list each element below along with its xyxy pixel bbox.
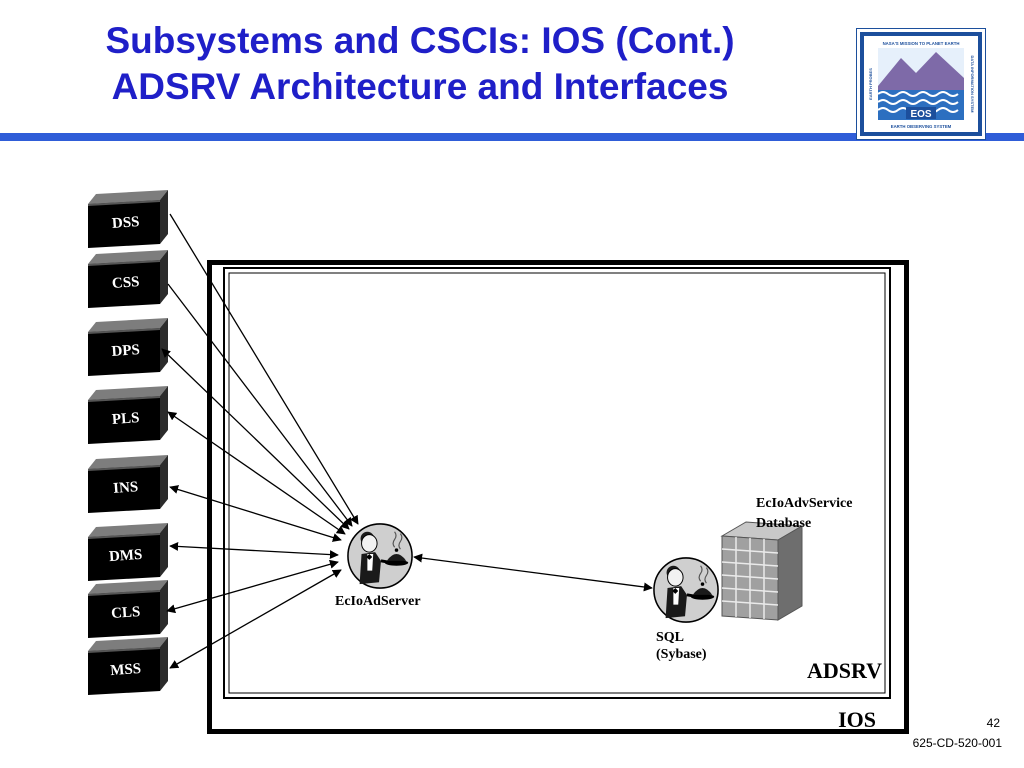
- subsystem-box-dss: DSS: [88, 190, 168, 248]
- arrow-server-sql: [413, 553, 653, 592]
- logo-bottom-text: EARTH OBSERVING SYSTEM: [891, 124, 952, 129]
- subsystem-box-ins: INS: [88, 455, 168, 513]
- arrow-css-server: [167, 283, 353, 527]
- title-line-1: Subsystems and CSCIs: IOS (Cont.): [105, 20, 735, 61]
- document-id: 625-CD-520-001: [912, 736, 1002, 750]
- adsrv-container: [223, 267, 891, 699]
- subsystem-label-dss: DSS: [111, 214, 140, 232]
- slide-title: Subsystems and CSCIs: IOS (Cont.) ADSRV …: [0, 18, 840, 110]
- title-line-2: ADSRV Architecture and Interfaces: [111, 66, 729, 107]
- sql-label-line-2: (Sybase): [656, 647, 707, 662]
- eos-logo: NASA'S MISSION TO PLANET EARTH EOS EARTH…: [856, 28, 986, 140]
- subsystem-label-mss: MSS: [110, 661, 142, 679]
- subsystem-label-pls: PLS: [111, 410, 140, 428]
- arrow-mss-server: [169, 569, 342, 669]
- ios-label: IOS: [838, 707, 876, 732]
- subsystem-label-css: CSS: [111, 274, 140, 292]
- subsystem-label-dms: DMS: [109, 547, 143, 565]
- title-rule: [0, 133, 1024, 141]
- server-label: EcIoAdServer: [335, 594, 421, 609]
- adsrv-container-inner-line: [228, 272, 886, 694]
- subsystem-box-cls: CLS: [88, 580, 168, 638]
- subsystem-label-dps: DPS: [111, 342, 140, 360]
- logo-badge: EOS: [910, 109, 931, 120]
- sql-waiter-icon: [652, 556, 720, 624]
- subsystem-box-mss: MSS: [88, 637, 168, 695]
- page-number: 42: [986, 716, 1000, 730]
- adsrv-label: ADSRV: [807, 658, 882, 683]
- ecioadserver-node: EcIoAdServer: [335, 522, 421, 609]
- subsystem-box-dms: DMS: [88, 523, 168, 581]
- logo-left-text: EARTH PROBES: [868, 68, 873, 100]
- server-waiter-icon: [346, 522, 414, 590]
- subsystem-box-dps: DPS: [88, 318, 168, 376]
- subsystem-box-pls: PLS: [88, 386, 168, 444]
- arrow-dps-server: [161, 348, 350, 530]
- logo-top-text: NASA'S MISSION TO PLANET EARTH: [883, 41, 960, 46]
- arrow-pls-server: [167, 411, 346, 535]
- sql-label-line-1: SQL: [656, 630, 684, 645]
- database-label-line-2: Database: [756, 516, 811, 531]
- sql-sybase-node: SQL (Sybase): [652, 556, 720, 662]
- interface-arrows: [161, 213, 653, 669]
- subsystem-box-css: CSS: [88, 250, 168, 308]
- subsystem-label-ins: INS: [113, 479, 139, 497]
- database-icon: EcIoAdvService Database: [720, 496, 852, 621]
- subsystem-label-cls: CLS: [111, 604, 141, 622]
- database-label-line-1: EcIoAdvService: [756, 496, 852, 511]
- arrow-ins-server: [169, 485, 342, 542]
- arrow-dms-server: [169, 541, 339, 560]
- logo-right-text: DATA INFORMATION SYSTEM: [970, 56, 975, 114]
